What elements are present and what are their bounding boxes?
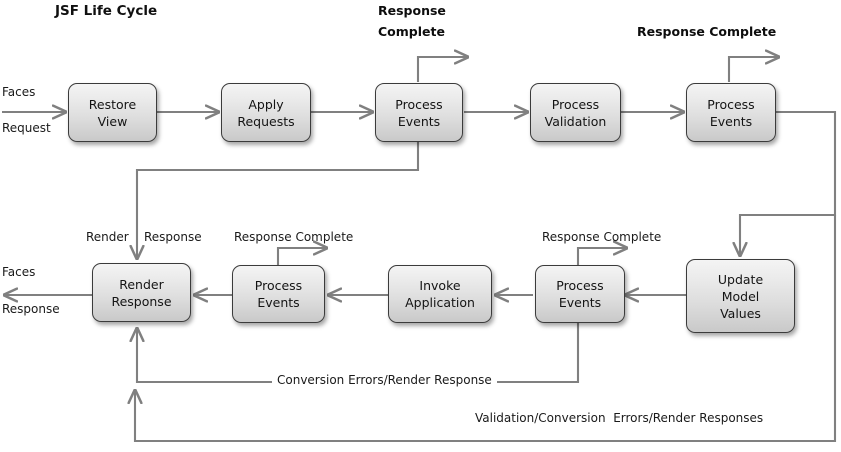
label-response-complete-4: Response Complete bbox=[234, 230, 354, 244]
node-restore-view-line1: Restore bbox=[88, 96, 137, 112]
node-apply-requests-line1: Apply bbox=[248, 96, 284, 112]
node-render-response[interactable]: Render Response bbox=[92, 263, 191, 322]
node-process-events-4-line2: Events bbox=[257, 295, 300, 310]
label-faces-request-in-2: Request bbox=[2, 121, 51, 135]
node-process-events-1-line1: Process bbox=[395, 96, 443, 112]
wire-process-events-4-response-complete bbox=[276, 248, 327, 265]
node-invoke-application-line1: Invoke bbox=[419, 278, 461, 293]
node-process-events-2[interactable]: Process Events bbox=[686, 83, 776, 142]
node-process-events-1[interactable]: Process Events bbox=[375, 83, 463, 142]
node-apply-requests[interactable]: Apply Requests bbox=[221, 83, 311, 142]
node-invoke-application-line2: Application bbox=[405, 295, 475, 310]
node-process-events-4[interactable]: Process Events bbox=[232, 265, 325, 323]
node-restore-view[interactable]: Restore View bbox=[68, 83, 157, 142]
node-process-events-4-line1: Process bbox=[254, 278, 303, 293]
label-faces-request-in-1: Faces bbox=[2, 85, 36, 99]
node-update-model-values-line1: Update bbox=[717, 271, 764, 287]
node-process-events-3[interactable]: Process Events bbox=[535, 265, 625, 323]
node-process-events-3-line1: Process bbox=[556, 278, 604, 293]
wire-process-events-3-response-complete bbox=[576, 248, 627, 265]
page-title: JSF Life Cycle bbox=[55, 3, 158, 19]
node-process-validation[interactable]: Process Validation bbox=[530, 83, 621, 142]
node-process-events-3-line2: Events bbox=[558, 295, 602, 310]
node-process-events-2-line2: Events bbox=[709, 113, 753, 129]
label-response-complete-3: Response Complete bbox=[542, 230, 662, 244]
label-conversion-errors-render-response: Conversion Errors/Render Response bbox=[272, 373, 497, 388]
node-render-response-line1: Render bbox=[119, 276, 164, 292]
node-update-model-values-line3: Values bbox=[720, 305, 761, 321]
label-response-complete-2: Response Complete bbox=[637, 24, 777, 39]
node-invoke-application[interactable]: Invoke Application bbox=[388, 265, 492, 323]
node-process-validation-line1: Process bbox=[551, 96, 600, 112]
node-restore-view-line2: View bbox=[97, 113, 128, 129]
node-process-events-2-line1: Process bbox=[707, 96, 755, 112]
label-response-complete-1-line2: Complete bbox=[378, 24, 445, 39]
node-process-validation-line2: Validation bbox=[544, 113, 607, 129]
node-update-model-values-line2: Model bbox=[721, 288, 760, 304]
wire-validation-conversion-errors bbox=[135, 215, 837, 443]
label-faces-response-out-1: Faces bbox=[2, 265, 36, 279]
wire-process-events-1-response-complete bbox=[416, 57, 468, 82]
node-process-events-1-line2: Events bbox=[397, 113, 441, 129]
wire-process-events-1-to-render-response bbox=[137, 141, 420, 259]
wire-process-events-2-response-complete bbox=[727, 57, 779, 82]
label-validation-conversion-errors: Validation/Conversion Errors/Render Resp… bbox=[470, 411, 769, 426]
label-faces-response-out-2: Response bbox=[2, 302, 60, 316]
label-render: Render bbox=[86, 230, 129, 244]
node-update-model-values[interactable]: Update Model Values bbox=[686, 259, 795, 333]
node-render-response-line2: Response bbox=[111, 293, 172, 309]
label-response-complete-1-line1: Response bbox=[378, 3, 446, 18]
label-response: Response bbox=[144, 230, 202, 244]
node-apply-requests-line2: Requests bbox=[237, 113, 295, 129]
